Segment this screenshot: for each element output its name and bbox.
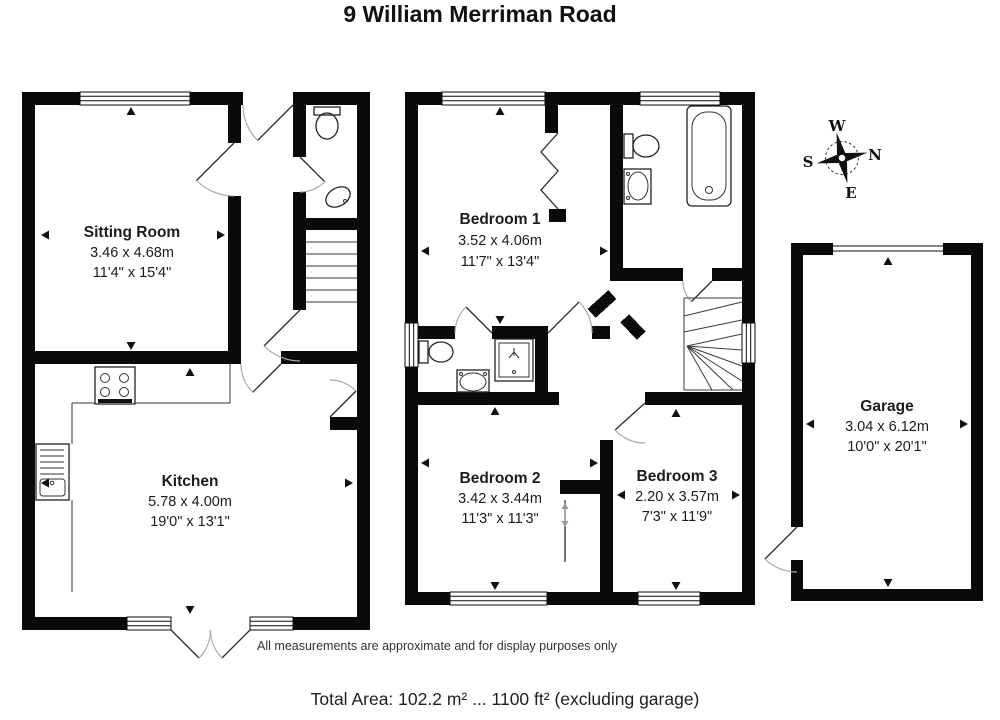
room-metric: 3.42 x 3.44m — [458, 491, 542, 507]
room-name: Bedroom 2 — [460, 470, 541, 487]
kitchen-door — [240, 363, 282, 393]
first-floor-walls — [405, 92, 755, 605]
room-name: Sitting Room — [84, 224, 180, 241]
toilet-fixture — [313, 106, 341, 140]
stairs-first-floor — [683, 297, 743, 391]
room-label-bedroom-1: Bedroom 1 3.52 x 4.06m 11'7" x 13'4" — [458, 211, 542, 270]
shower-fixture — [494, 338, 534, 382]
basin-fixture — [325, 186, 351, 208]
garage-plan: Garage 3.04 x 6.12m 10'0" x 20'1" — [764, 243, 983, 601]
garage-side-door — [764, 526, 798, 573]
garage-door-opening — [833, 245, 943, 252]
room-name: Kitchen — [162, 473, 219, 490]
window — [637, 591, 701, 606]
ground-floor-windows — [79, 91, 294, 631]
garage-walls — [791, 243, 983, 601]
rear-door — [329, 379, 357, 418]
room-name: Bedroom 1 — [460, 211, 541, 228]
compass-label-south: S — [803, 153, 814, 171]
compass-label-west: W — [828, 117, 847, 135]
page-title: 9 William Merriman Road — [343, 1, 616, 27]
room-label-bedroom-2: Bedroom 2 3.42 x 3.44m 11'3" x 11'3" — [458, 470, 542, 527]
first-floor-fixtures — [418, 105, 732, 393]
room-imperial: 11'4" x 15'4" — [93, 265, 171, 281]
room-metric: 3.46 x 4.68m — [90, 245, 174, 261]
window — [639, 91, 721, 106]
compass-label-east: E — [845, 184, 856, 202]
kitchen-counter — [71, 364, 231, 592]
window — [79, 91, 191, 106]
window — [404, 322, 419, 368]
compass-hub — [837, 153, 847, 163]
room-label-bedroom-3: Bedroom 3 2.20 x 3.57m 7'3" x 11'9" — [635, 468, 719, 525]
bedroom1-door — [547, 301, 593, 334]
window — [449, 591, 548, 606]
compass-circle — [825, 141, 859, 175]
room-metric: 5.78 x 4.00m — [148, 494, 232, 510]
front-door — [242, 104, 294, 141]
ensuite-door — [454, 306, 493, 334]
compass-rose: W N E S — [803, 117, 883, 202]
room-imperial: 19'0" x 13'1" — [150, 514, 230, 530]
first-floor-plan: Bedroom 1 3.52 x 4.06m 11'7" x 13'4" Bed… — [404, 91, 756, 606]
basin-fixture — [623, 168, 652, 205]
french-doors — [170, 629, 251, 659]
kitchen-sink-fixture — [35, 443, 70, 501]
garage-dimension-arrows — [806, 257, 968, 587]
bath-fixture — [686, 105, 732, 207]
room-metric: 2.20 x 3.57m — [635, 489, 719, 505]
window — [126, 616, 172, 631]
total-area-note: Total Area: 102.2 m² ... 1100 ft² (exclu… — [311, 689, 700, 709]
first-floor-doors — [454, 280, 713, 562]
ensuite-basin-fixture — [456, 369, 490, 393]
hob-fixture — [94, 366, 136, 405]
ground-floor-fixtures — [35, 106, 351, 592]
wc-door — [299, 156, 326, 193]
room-imperial: 11'3" x 11'3" — [461, 511, 538, 527]
room-label-kitchen: Kitchen 5.78 x 4.00m 19'0" x 13'1" — [148, 473, 232, 530]
window — [249, 616, 294, 631]
ground-floor-walls — [22, 92, 370, 630]
ground-floor-plan: Sitting Room 3.46 x 4.68m 11'4" x 15'4" … — [22, 91, 370, 659]
room-name: Garage — [860, 398, 914, 415]
sitting-room-door — [196, 142, 235, 197]
room-imperial: 11'7" x 13'4" — [461, 254, 539, 270]
room-label-sitting-room: Sitting Room 3.46 x 4.68m 11'4" x 15'4" — [84, 224, 180, 281]
wardrobe-bifold-doors — [540, 132, 559, 210]
room-imperial: 7'3" x 11'9" — [642, 509, 712, 525]
room-metric: 3.04 x 6.12m — [845, 419, 929, 435]
first-floor-dimension-arrows — [421, 107, 740, 590]
room-metric: 3.52 x 4.06m — [458, 233, 542, 249]
stairs-ground-floor — [306, 241, 357, 303]
bedroom3-door — [614, 402, 646, 444]
window — [441, 91, 546, 106]
room-label-garage: Garage 3.04 x 6.12m 10'0" x 20'1" — [845, 398, 929, 455]
ground-floor-doors — [170, 104, 357, 659]
bedroom2-door — [561, 500, 569, 562]
window — [741, 322, 756, 364]
ground-floor-dimension-arrows — [41, 107, 353, 614]
room-imperial: 10'0" x 20'1" — [847, 439, 927, 455]
measurements-disclaimer: All measurements are approximate and for… — [257, 639, 618, 653]
understairs-door — [263, 309, 301, 362]
toilet-fixture — [623, 133, 660, 159]
ensuite-toilet-fixture — [418, 340, 454, 364]
compass-label-north: N — [868, 146, 882, 164]
room-name: Bedroom 3 — [637, 468, 718, 485]
first-floor-windows — [404, 91, 756, 606]
